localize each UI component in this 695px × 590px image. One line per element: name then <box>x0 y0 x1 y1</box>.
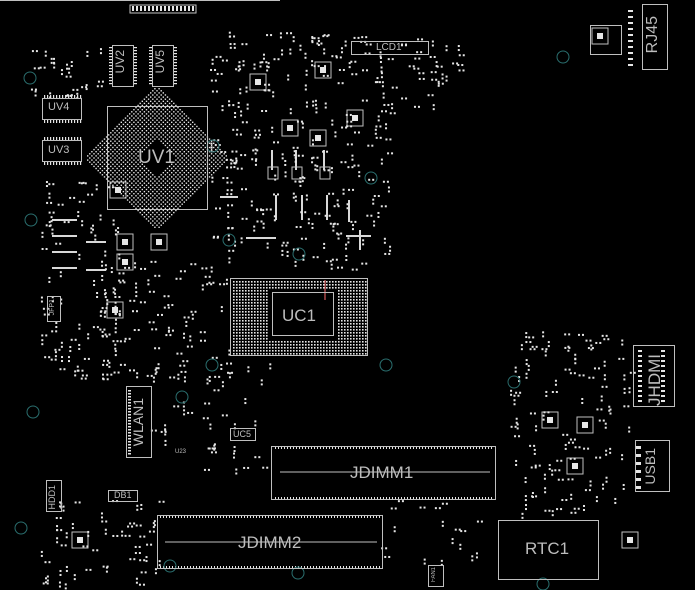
uv3-label: UV3 <box>48 144 70 156</box>
uc5-label: UC5 <box>233 429 252 439</box>
uv1-gpu-outline <box>107 106 208 210</box>
jhdmi-connector <box>633 345 675 407</box>
jdimm2-label: JDIMM2 <box>238 533 302 552</box>
uv3-memory <box>42 140 82 162</box>
uv2-memory <box>112 45 134 87</box>
fan1-connector <box>428 565 444 587</box>
jdimm2-slot <box>157 515 383 569</box>
uv1-label: UV1 <box>138 147 175 168</box>
uc5-chip <box>230 428 256 441</box>
uc1-die-outline <box>272 292 334 336</box>
jfp1-label: JFP1 <box>49 299 56 316</box>
jdimm1-slot <box>271 446 496 500</box>
rj45-label: RJ45 <box>644 16 661 54</box>
rj45-connector <box>642 4 668 70</box>
jfp1-connector <box>47 296 61 322</box>
uv4-label: UV4 <box>48 101 70 113</box>
uv4-memory <box>42 98 82 120</box>
lcd1-label: LCD1 <box>376 42 402 53</box>
wlan1-label: WLAN1 <box>130 398 146 447</box>
rtc1-battery <box>498 520 599 580</box>
u23-label: U23 <box>175 449 187 455</box>
wlan1-connector <box>126 386 152 458</box>
hdd1-label: HDD1 <box>47 485 57 510</box>
uv5-memory <box>152 45 174 87</box>
db1-label: DB1 <box>114 490 132 500</box>
uv5-label: UV5 <box>153 50 167 74</box>
db1-debug <box>108 490 138 502</box>
rtc1-label: RTC1 <box>525 539 570 558</box>
lcd1-connector <box>351 41 429 55</box>
jhdmi-label: JHDMI <box>645 354 664 406</box>
usb1-label: USB1 <box>642 448 658 485</box>
uc1-label: UC1 <box>282 306 317 325</box>
usb1-connector <box>635 440 670 492</box>
lan-chip <box>590 25 622 55</box>
hdd1-connector <box>46 480 62 512</box>
uv2-label: UV2 <box>113 50 127 74</box>
fan1-label: FAN1 <box>431 567 437 583</box>
uc1-cpu-outline <box>230 278 368 356</box>
jdimm1-label: JDIMM1 <box>350 463 414 482</box>
